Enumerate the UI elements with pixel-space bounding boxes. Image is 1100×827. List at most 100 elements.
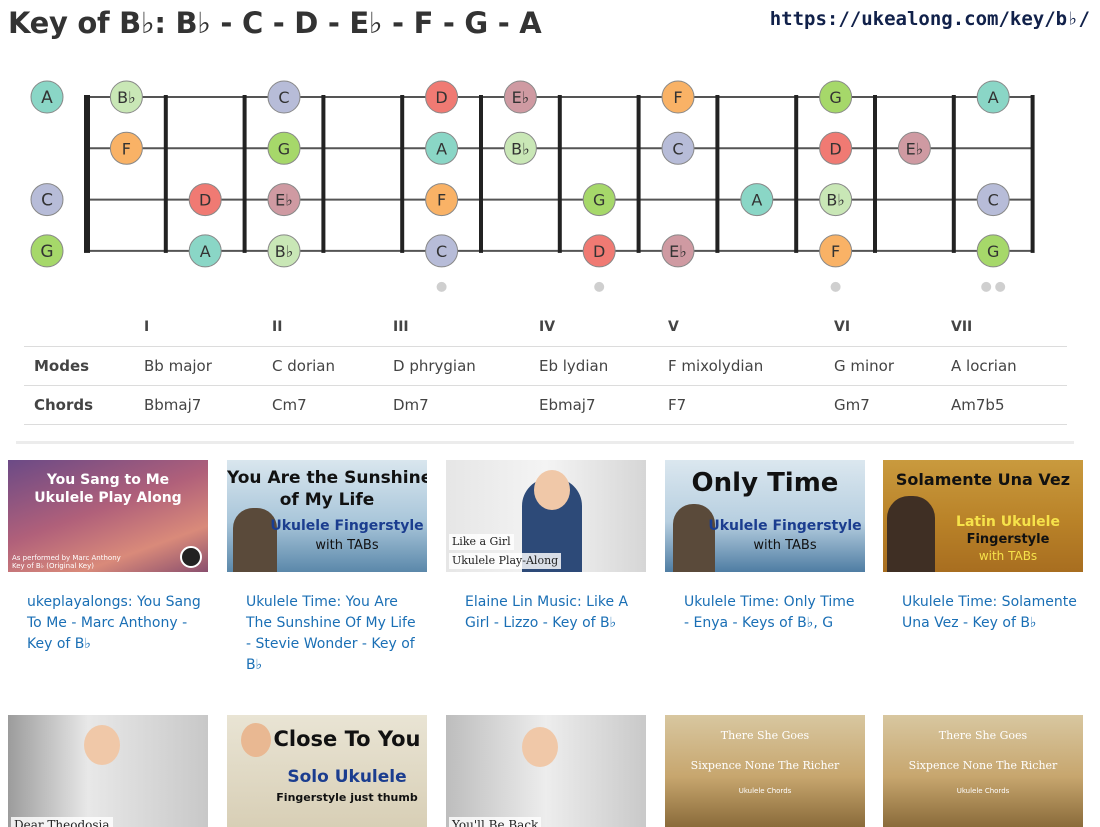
video-card[interactable]: You'll Be Back xyxy=(446,715,646,827)
fret-line xyxy=(321,95,326,253)
fret-line xyxy=(1030,95,1035,253)
chord-cell: F7 xyxy=(668,385,834,425)
scale-note xyxy=(582,234,616,268)
chords-row-label: Chords xyxy=(24,385,144,425)
thumbnail-subtitle: Ukulele Chords xyxy=(956,787,1010,795)
open-string-note-label: G xyxy=(40,242,53,262)
scale-note xyxy=(976,183,1010,217)
scale-note-label: G xyxy=(829,88,841,107)
open-string-note-label: C xyxy=(41,191,53,211)
scale-note-label: G xyxy=(987,242,999,261)
modes-row: Modes Bb major C dorian D phrygian Eb ly… xyxy=(24,346,1067,386)
thumbnail-subtitle: Fingerstyle xyxy=(966,532,1050,547)
thumbnail-title: You'll Be Back xyxy=(449,817,542,827)
thumbnail-title: There She Goes xyxy=(938,729,1028,742)
scale-note xyxy=(661,131,695,165)
page-title: Key of B♭: B♭ - C - D - E♭ - F - G - A xyxy=(8,6,542,40)
scale-note-label: E♭ xyxy=(669,242,687,261)
fret-line xyxy=(557,95,562,253)
fret-line xyxy=(163,95,168,253)
thumbnail-title: You Are the Sunshine xyxy=(227,468,427,488)
chord-cell: Gm7 xyxy=(834,385,951,425)
section-divider xyxy=(16,441,1074,444)
scale-note xyxy=(503,131,537,165)
scale-note xyxy=(897,131,931,165)
scale-note xyxy=(740,183,774,217)
scale-note xyxy=(819,183,853,217)
thumbnail-subtitle: Sixpence None The Richer xyxy=(690,759,840,772)
video-thumbnail[interactable]: Like a Girl Ukulele Play-Along xyxy=(446,460,646,572)
scale-note-label: B♭ xyxy=(826,191,845,210)
thumbnail-title: You Sang to Me xyxy=(46,472,170,488)
mode-cell: A locrian xyxy=(951,346,1067,386)
scale-note-label: F xyxy=(673,88,682,107)
video-card[interactable]: Only Time Ukulele Fingerstyle with TABs … xyxy=(665,460,865,634)
video-title-link[interactable]: Ukulele Time: Only Time - Enya - Keys of… xyxy=(684,594,855,631)
player-face xyxy=(522,727,558,767)
modes-row-label: Modes xyxy=(24,346,144,386)
video-card[interactable]: Like a Girl Ukulele Play-Along Elaine Li… xyxy=(446,460,646,634)
video-title-link[interactable]: Elaine Lin Music: Like A Girl - Lizzo - … xyxy=(465,594,629,631)
video-thumbnail[interactable]: You Sang to Me Ukulele Play Along As per… xyxy=(8,460,208,572)
mode-cell: G minor xyxy=(834,346,951,386)
scale-note xyxy=(425,234,459,268)
page-url-link[interactable]: https://ukealong.com/key/b♭/ xyxy=(769,8,1090,30)
channel-logo-icon xyxy=(180,546,202,568)
video-title-link[interactable]: Ukulele Time: Solamente Una Vez - Key of… xyxy=(902,594,1077,631)
thumbnail-subtitle: Fingerstyle just thumb xyxy=(276,791,418,804)
open-string-note xyxy=(30,234,64,268)
video-title-link[interactable]: ukeplayalongs: You Sang To Me - Marc Ant… xyxy=(27,594,201,652)
thumbnail-small-text: As performed by Marc Anthony xyxy=(12,554,121,562)
scale-note-label: C xyxy=(436,242,447,261)
scale-note xyxy=(819,234,853,268)
video-thumbnail[interactable]: Only Time Ukulele Fingerstyle with TABs xyxy=(665,460,865,572)
player-face xyxy=(84,725,120,765)
chord-cell: Am7b5 xyxy=(951,385,1067,425)
thumbnail-subtitle: with TABs xyxy=(315,538,379,553)
video-card[interactable]: Close To You Solo Ukulele Fingerstyle ju… xyxy=(227,715,427,827)
scale-note-label: E♭ xyxy=(512,88,530,107)
thumbnail-title: Only Time xyxy=(691,468,839,498)
video-card[interactable]: You Sang to Me Ukulele Play Along As per… xyxy=(8,460,208,655)
video-thumbnail[interactable]: You Are the Sunshine of My Life Ukulele … xyxy=(227,460,427,572)
video-card[interactable]: Solamente Una Vez Latin Ukulele Fingerst… xyxy=(883,460,1083,634)
thumbnail-subtitle: with TABs xyxy=(753,538,817,553)
video-thumbnail[interactable]: Close To You Solo Ukulele Fingerstyle ju… xyxy=(227,715,427,827)
nut xyxy=(84,95,90,253)
video-thumbnail[interactable]: Dear Theodosia xyxy=(8,715,208,827)
scale-note-label: D xyxy=(435,88,447,107)
video-card[interactable]: Dear Theodosia xyxy=(8,715,208,827)
player-face xyxy=(241,723,271,757)
scale-note-label: B♭ xyxy=(275,242,294,261)
mode-cell: C dorian xyxy=(272,346,393,386)
video-thumbnail[interactable]: There She Goes Sixpence None The Richer … xyxy=(883,715,1083,827)
scale-note xyxy=(661,80,695,114)
video-thumbnail[interactable]: There She Goes Sixpence None The Richer … xyxy=(665,715,865,827)
mode-cell: Bb major xyxy=(144,346,272,386)
thumbnail-small-text: Key of B♭ (Original Key) xyxy=(12,562,94,570)
open-string-note-label: A xyxy=(41,88,53,108)
scale-note xyxy=(267,234,301,268)
fret-marker-dot xyxy=(594,281,605,292)
video-card[interactable]: There She Goes Sixpence None The Richer … xyxy=(883,715,1083,827)
scale-note xyxy=(819,80,853,114)
scale-note-label: D xyxy=(829,139,841,158)
scale-note-label: F xyxy=(437,191,446,210)
scale-note-label: D xyxy=(199,191,211,210)
scale-note-label: C xyxy=(988,191,999,210)
scale-note xyxy=(109,131,143,165)
fret-marker-dot xyxy=(830,281,841,292)
video-title-link[interactable]: Ukulele Time: You Are The Sunshine Of My… xyxy=(246,594,416,673)
chords-row: Chords Bbmaj7 Cm7 Dm7 Ebmaj7 F7 Gm7 Am7b… xyxy=(24,385,1067,425)
fret-marker-dot xyxy=(436,281,447,292)
scale-note-label: A xyxy=(988,88,999,107)
video-card[interactable]: You Are the Sunshine of My Life Ukulele … xyxy=(227,460,427,676)
degree-header: I xyxy=(144,319,150,335)
scale-note xyxy=(503,80,537,114)
open-string-note xyxy=(30,80,64,114)
video-thumbnail[interactable]: Solamente Una Vez Latin Ukulele Fingerst… xyxy=(883,460,1083,572)
video-card[interactable]: There She Goes Sixpence None The Richer … xyxy=(665,715,865,827)
video-thumbnail[interactable]: You'll Be Back xyxy=(446,715,646,827)
thumbnail-subtitle: Ukulele Chords xyxy=(738,787,792,795)
scale-note-label: A xyxy=(436,139,447,158)
